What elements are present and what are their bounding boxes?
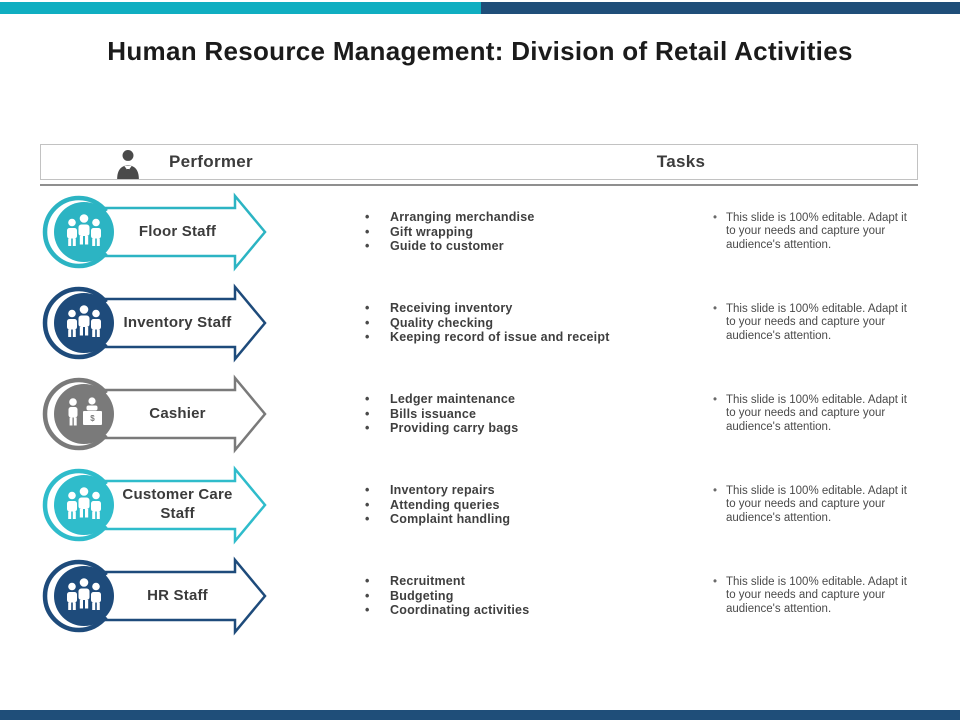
performer-row: Customer Care Staff Inventory repairsAtt… [0, 465, 960, 545]
floor-staff-people-icon [67, 214, 101, 246]
inventory-staff-people-icon [67, 305, 101, 337]
performer-pennant [42, 465, 267, 545]
performer-label: HR Staff [147, 586, 208, 604]
header-divider [40, 184, 918, 186]
task-item: Complaint handling [363, 512, 673, 527]
note-item: This slide is 100% editable. Adapt it to… [712, 576, 918, 617]
performer-label: Floor Staff [138, 222, 217, 240]
task-item: Keeping record of issue and receipt [363, 330, 673, 345]
task-list: Inventory repairsAttending queriesCompla… [363, 465, 673, 545]
task-item: Arranging merchandise [363, 210, 673, 225]
note-item: This slide is 100% editable. Adapt it to… [712, 394, 918, 435]
task-item: Budgeting [363, 589, 673, 604]
editable-note: This slide is 100% editable. Adapt it to… [712, 374, 918, 454]
performer-pennant: $ [42, 374, 267, 454]
note-item: This slide is 100% editable. Adapt it to… [712, 212, 918, 253]
performer-row: HR Staff RecruitmentBudgetingCoordinatin… [0, 556, 960, 636]
task-item: Recruitment [363, 574, 673, 589]
performer-label: Customer Care Staff [122, 486, 233, 522]
editable-note: This slide is 100% editable. Adapt it to… [712, 192, 918, 272]
top-accent-bar-teal [0, 2, 481, 14]
task-list: RecruitmentBudgetingCoordinating activit… [363, 556, 673, 636]
hr-staff-people-icon [67, 578, 101, 610]
performer-label: Cashier [149, 404, 206, 422]
slide-title: Human Resource Management: Division of R… [107, 36, 853, 66]
performer-pennant [42, 556, 267, 636]
performer-column-header: Performer [169, 152, 253, 171]
performer-label: Inventory Staff [123, 313, 232, 331]
customer-care-people-icon [67, 487, 101, 519]
performer-pennant [42, 192, 267, 272]
editable-note: This slide is 100% editable. Adapt it to… [712, 556, 918, 636]
task-item: Gift wrapping [363, 225, 673, 240]
performer-row: $ Cashier Ledger maintenanceBills issuan… [0, 374, 960, 454]
task-item: Providing carry bags [363, 421, 673, 436]
table-header: Performer Tasks [40, 144, 918, 180]
businessman-icon [117, 149, 139, 179]
top-accent-bar-navy [481, 2, 960, 14]
performer-row: Floor Staff Arranging merchandiseGift wr… [0, 192, 960, 272]
task-item: Inventory repairs [363, 483, 673, 498]
task-list: Ledger maintenanceBills issuanceProvidin… [363, 374, 673, 454]
task-item: Ledger maintenance [363, 392, 673, 407]
note-item: This slide is 100% editable. Adapt it to… [712, 485, 918, 526]
task-list: Arranging merchandiseGift wrappingGuide … [363, 192, 673, 272]
editable-note: This slide is 100% editable. Adapt it to… [712, 465, 918, 545]
task-item: Bills issuance [363, 407, 673, 422]
task-item: Attending queries [363, 498, 673, 513]
task-item: Quality checking [363, 316, 673, 331]
task-list: Receiving inventoryQuality checkingKeepi… [363, 283, 673, 363]
svg-text:$: $ [90, 414, 95, 423]
task-item: Coordinating activities [363, 603, 673, 618]
tasks-column-header: Tasks [656, 152, 706, 171]
editable-note: This slide is 100% editable. Adapt it to… [712, 283, 918, 363]
note-item: This slide is 100% editable. Adapt it to… [712, 303, 918, 344]
performer-pennant [42, 283, 267, 363]
task-item: Guide to customer [363, 239, 673, 254]
task-item: Receiving inventory [363, 301, 673, 316]
bottom-accent-bar [0, 710, 960, 720]
cashier-counter-icon: $ [68, 397, 102, 426]
performer-row: Inventory Staff Receiving inventoryQuali… [0, 283, 960, 363]
